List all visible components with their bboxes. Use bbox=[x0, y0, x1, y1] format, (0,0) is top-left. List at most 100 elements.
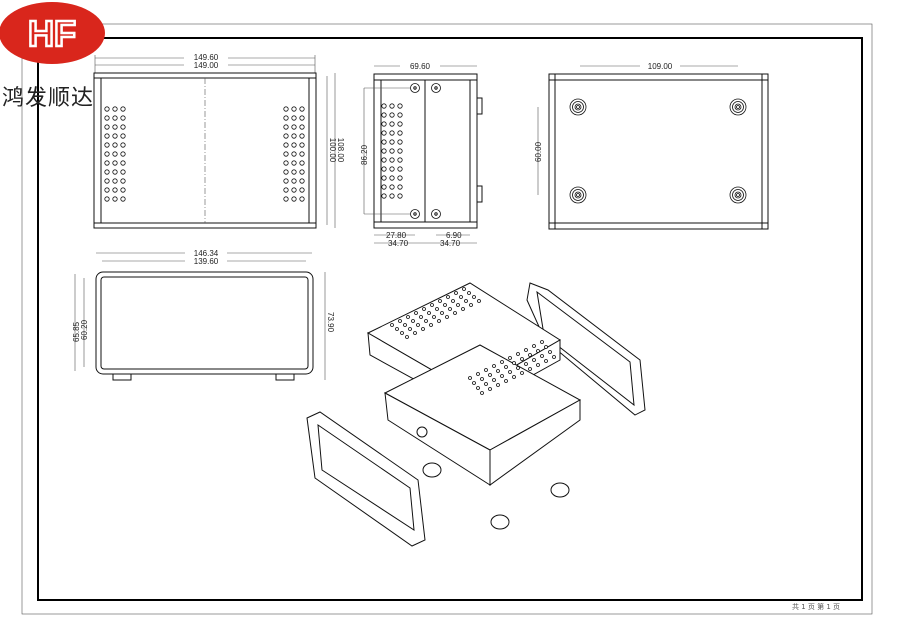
vent-hole bbox=[112, 106, 118, 112]
vent-hole bbox=[443, 303, 447, 307]
vent-hole bbox=[488, 373, 492, 377]
vent-hole bbox=[398, 319, 402, 323]
dim-offset-right: 6.90 bbox=[446, 231, 462, 240]
screw-icon bbox=[410, 209, 420, 219]
vent-hole bbox=[397, 157, 403, 163]
vent-hole bbox=[397, 184, 403, 190]
outer-frame bbox=[21, 23, 873, 615]
vent-hole bbox=[299, 106, 305, 112]
vent-hole bbox=[120, 178, 126, 184]
inner-frame bbox=[37, 37, 863, 601]
vent-hole bbox=[480, 377, 484, 381]
vent-hole bbox=[476, 372, 480, 376]
vent-hole bbox=[454, 291, 458, 295]
vent-hole bbox=[427, 311, 431, 315]
vent-hole bbox=[524, 362, 528, 366]
vent-hole bbox=[381, 166, 387, 172]
vent-hole bbox=[432, 315, 436, 319]
logo-text: HF bbox=[28, 13, 76, 54]
vent-hole bbox=[492, 364, 496, 368]
vent-hole bbox=[291, 106, 297, 112]
brand-name: 鸿发顺达 bbox=[2, 86, 95, 111]
vent-hole bbox=[462, 287, 466, 291]
vent-hole bbox=[104, 151, 110, 157]
vent-hole bbox=[389, 139, 395, 145]
vent-hole bbox=[512, 375, 516, 379]
vent-hole bbox=[389, 184, 395, 190]
vent-hole bbox=[459, 295, 463, 299]
vent-hole bbox=[120, 115, 126, 121]
vent-hole bbox=[397, 112, 403, 118]
foot-icon bbox=[576, 105, 580, 109]
vent-hole bbox=[516, 352, 520, 356]
foot-icon bbox=[736, 193, 740, 197]
vent-hole bbox=[524, 348, 528, 352]
vent-hole bbox=[476, 386, 480, 390]
vent-hole bbox=[397, 103, 403, 109]
screw-icon bbox=[431, 83, 441, 93]
vent-hole bbox=[504, 379, 508, 383]
vent-hole bbox=[291, 124, 297, 130]
vent-hole bbox=[291, 133, 297, 139]
vent-hole bbox=[120, 142, 126, 148]
vent-hole bbox=[283, 187, 289, 193]
vent-hole bbox=[400, 331, 404, 335]
vent-hole bbox=[104, 187, 110, 193]
vent-hole bbox=[429, 323, 433, 327]
vent-hole bbox=[104, 160, 110, 166]
screw-icon bbox=[431, 209, 441, 219]
vent-hole bbox=[381, 103, 387, 109]
vent-hole bbox=[112, 151, 118, 157]
vent-hole bbox=[397, 130, 403, 136]
vent-hole bbox=[438, 299, 442, 303]
hf-logo: HF bbox=[0, 2, 105, 64]
dim-width-inner: 149.00 bbox=[194, 61, 219, 70]
vent-hole bbox=[544, 345, 548, 349]
vent-hole bbox=[381, 184, 387, 190]
vent-hole bbox=[456, 303, 460, 307]
vent-hole bbox=[500, 374, 504, 378]
vent-hole bbox=[120, 169, 126, 175]
vent-hole bbox=[299, 196, 305, 202]
foot-icon bbox=[736, 105, 740, 109]
vent-hole bbox=[540, 354, 544, 358]
vent-hole bbox=[461, 307, 465, 311]
vent-hole bbox=[120, 187, 126, 193]
vent-hole bbox=[112, 142, 118, 148]
vent-hole bbox=[120, 133, 126, 139]
vent-hole bbox=[484, 368, 488, 372]
vent-hole bbox=[552, 355, 556, 359]
vent-hole bbox=[397, 139, 403, 145]
dim-half-right: 34.70 bbox=[440, 239, 461, 248]
vent-hole bbox=[446, 295, 450, 299]
vent-hole bbox=[413, 331, 417, 335]
dim-front-width-inner: 139.60 bbox=[194, 257, 219, 266]
dim-front-height-b: 60.20 bbox=[80, 319, 89, 340]
bottom-view: 109.00 60.00 bbox=[534, 61, 769, 230]
vent-hole bbox=[381, 139, 387, 145]
vent-hole bbox=[283, 151, 289, 157]
vent-hole bbox=[464, 299, 468, 303]
vent-hole bbox=[112, 178, 118, 184]
dim-side-width: 69.60 bbox=[410, 62, 431, 71]
vent-hole bbox=[405, 335, 409, 339]
vent-hole bbox=[397, 121, 403, 127]
vent-hole bbox=[381, 112, 387, 118]
vent-hole bbox=[390, 323, 394, 327]
dim-front-height-total: 73.90 bbox=[326, 312, 335, 333]
vent-hole bbox=[484, 382, 488, 386]
vent-hole bbox=[528, 353, 532, 357]
vent-hole bbox=[299, 115, 305, 121]
vent-hole bbox=[283, 106, 289, 112]
vent-hole bbox=[389, 175, 395, 181]
vent-hole bbox=[381, 175, 387, 181]
vent-hole bbox=[508, 370, 512, 374]
vent-hole bbox=[104, 124, 110, 130]
vent-hole bbox=[112, 169, 118, 175]
screw-icon bbox=[410, 83, 420, 93]
vent-hole bbox=[104, 106, 110, 112]
vent-hole bbox=[283, 196, 289, 202]
vent-hole bbox=[299, 133, 305, 139]
vent-hole bbox=[291, 160, 297, 166]
